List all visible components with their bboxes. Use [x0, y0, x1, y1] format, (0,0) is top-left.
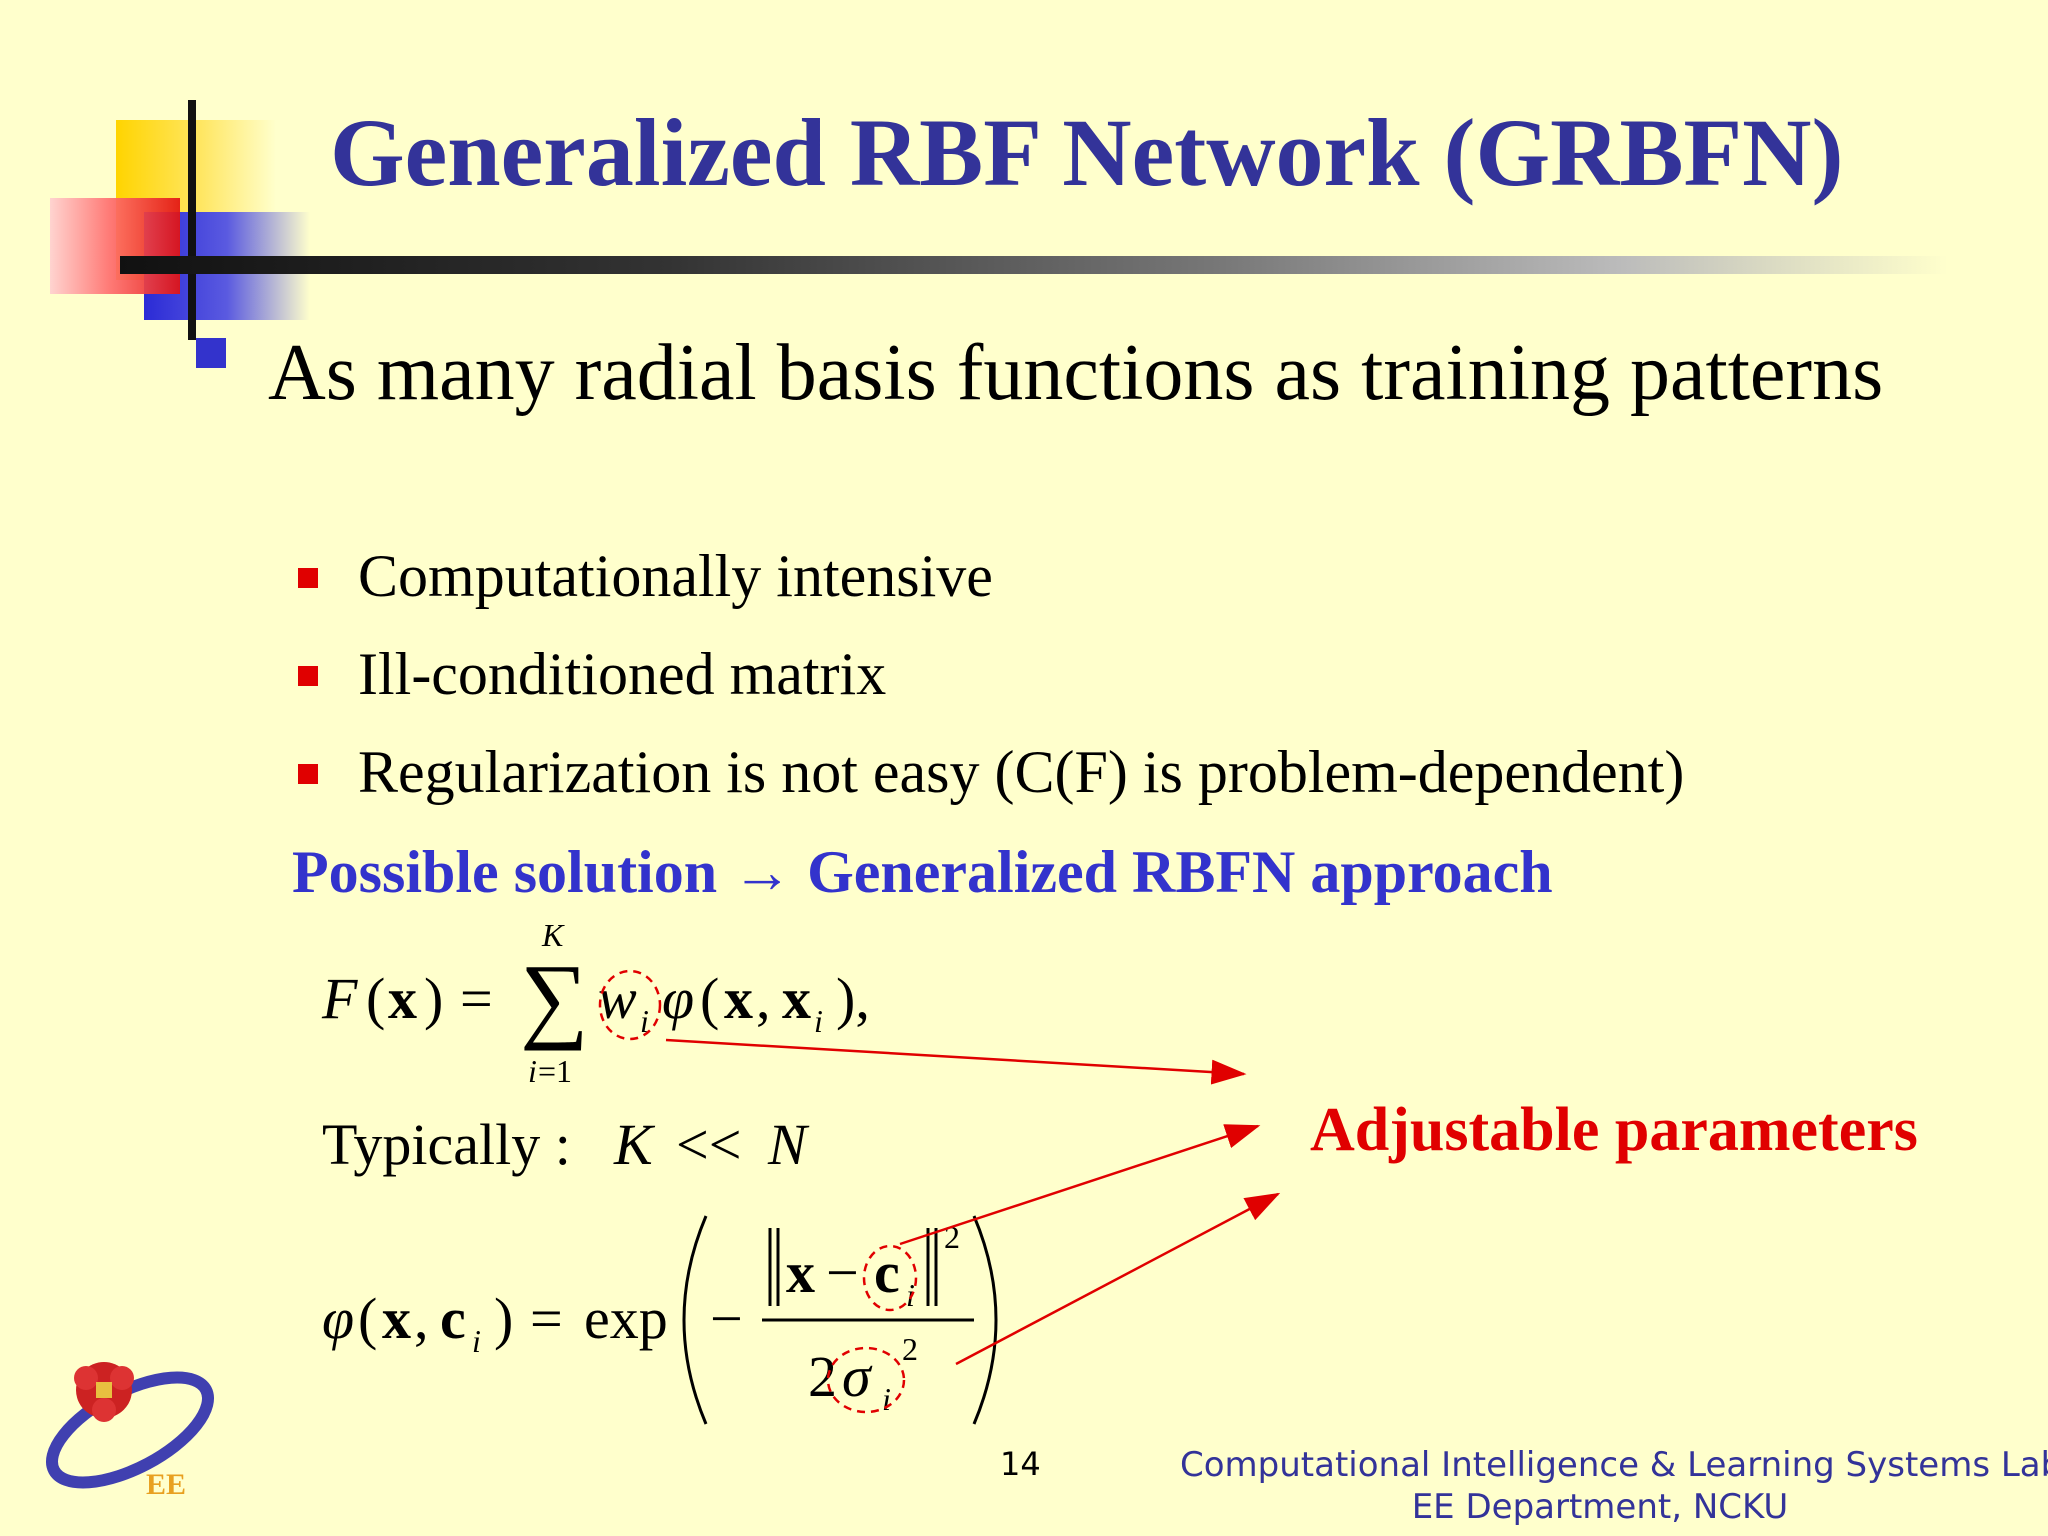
corner-vertical-line — [188, 100, 196, 340]
svg-text:x: x — [782, 966, 811, 1031]
svg-text:i: i — [814, 1003, 823, 1039]
svg-text:φ: φ — [662, 966, 694, 1031]
corner-red-square — [50, 198, 180, 294]
svg-text:x: x — [724, 966, 753, 1031]
logo-ee-text: EE — [146, 1468, 187, 1501]
svg-text:): ) — [424, 966, 443, 1031]
lab-name: Computational Intelligence & Learning Sy… — [1180, 1445, 2048, 1485]
equation-rbf-expansion: F ( x ) = ∑ K i =1 w i φ ( x , x i ), — [321, 917, 870, 1089]
page-number: 14 — [1000, 1445, 1041, 1483]
svg-text:=: = — [460, 966, 493, 1031]
svg-text:x: x — [388, 966, 417, 1031]
svg-text:w: w — [598, 966, 637, 1031]
svg-text:N: N — [767, 1112, 810, 1177]
svg-text:<<: << — [676, 1112, 741, 1177]
svg-text:=: = — [530, 1286, 563, 1351]
solution-text: Possible solution → Generalized RBFN app… — [292, 839, 1553, 905]
svg-text:i: i — [640, 1003, 649, 1039]
equation-typically: Typically : K << N — [322, 1112, 810, 1177]
svg-text:2: 2 — [902, 1331, 918, 1367]
svg-text:(: ( — [700, 966, 719, 1031]
highlight-weight-circle — [598, 969, 662, 1041]
svg-text:exp: exp — [584, 1286, 668, 1351]
svg-text:x: x — [786, 1240, 815, 1305]
svg-text:2: 2 — [808, 1344, 837, 1409]
svg-text:),: ), — [836, 966, 870, 1031]
svg-text:=1: =1 — [538, 1053, 572, 1089]
highlight-sigma-circle — [826, 1346, 906, 1414]
svg-text:φ: φ — [322, 1286, 354, 1351]
svg-text:F: F — [321, 966, 358, 1031]
sub-bullet-icon — [298, 666, 318, 686]
title-underline-bar — [120, 256, 1948, 274]
equation-gaussian: φ ( x , c i ) = exp − x − c i 2 2 σ i 2 — [322, 1215, 998, 1425]
arrow-sigma — [955, 1192, 1281, 1366]
svg-text:i: i — [906, 1277, 915, 1313]
arrow-weight — [665, 1038, 1247, 1085]
svg-text:K: K — [541, 917, 565, 953]
svg-text:K: K — [613, 1112, 656, 1177]
svg-text:c: c — [440, 1286, 466, 1351]
svg-text:i: i — [472, 1323, 481, 1359]
ncku-ee-logo — [45, 1362, 215, 1489]
sub-bullet-icon — [298, 764, 318, 784]
svg-text:x: x — [382, 1286, 411, 1351]
svg-text:c: c — [874, 1240, 900, 1305]
department-name: EE Department, NCKU — [1411, 1487, 1789, 1527]
sub-bullet-text: Regularization is not easy (C(F) is prob… — [358, 739, 1685, 805]
svg-text:−: − — [826, 1240, 859, 1305]
lab-credit: Computational Intelligence & Learning Sy… — [1180, 1444, 2048, 1528]
svg-text:(: ( — [366, 966, 385, 1031]
main-bullet-text: As many radial basis functions as traini… — [268, 329, 1884, 417]
svg-text:Typically :: Typically : — [322, 1112, 571, 1177]
svg-text:,: , — [414, 1286, 429, 1351]
svg-text:i: i — [882, 1381, 891, 1417]
bullet-square-icon — [196, 338, 226, 368]
sub-bullet-icon — [298, 568, 318, 588]
slide-title: Generalized RBF Network (GRBFN) — [330, 99, 1844, 206]
svg-text:−: − — [710, 1286, 743, 1351]
adjustable-parameters-label: Adjustable parameters — [1310, 1096, 1918, 1164]
svg-text:∑: ∑ — [520, 944, 588, 1051]
svg-text:σ: σ — [842, 1344, 873, 1409]
svg-text:,: , — [756, 966, 771, 1031]
svg-text:i: i — [528, 1053, 537, 1089]
highlight-center-circle — [862, 1244, 918, 1312]
svg-text:): ) — [494, 1286, 513, 1351]
svg-text:(: ( — [358, 1286, 377, 1351]
sub-bullet-text: Ill-conditioned matrix — [358, 641, 887, 707]
sub-bullet-text: Computationally intensive — [358, 543, 993, 609]
arrow-center — [899, 1124, 1261, 1246]
